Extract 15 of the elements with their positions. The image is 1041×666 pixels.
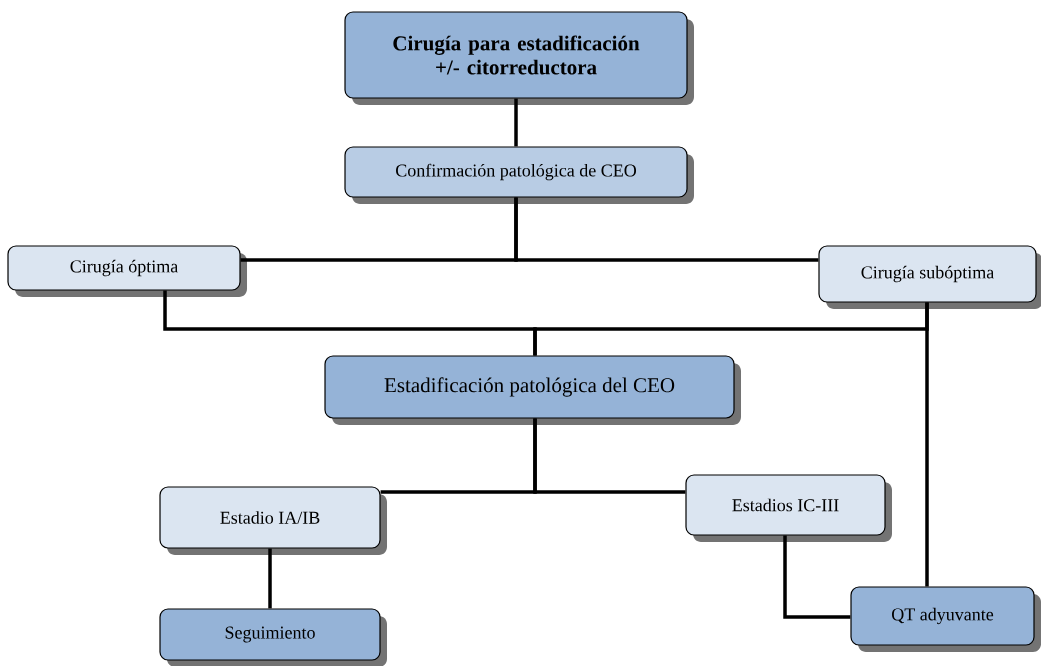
process-box: Confirmación patológica de CEO — [344, 146, 694, 204]
process-box: QT adyuvante — [850, 586, 1041, 652]
process-box: Estadio IA/IB — [159, 486, 387, 555]
process-box: Cirugía subóptima — [818, 245, 1041, 309]
process-box: Estadificación patológica del CEO — [324, 355, 741, 425]
process-box: Cirugía para estadificación +/- citorreductora — [344, 11, 694, 105]
process-box: Cirugía óptima — [7, 245, 247, 297]
connector-line — [783, 535, 851, 619]
connector-line — [268, 548, 272, 609]
process-box: Estadios IC-III — [685, 474, 892, 542]
process-box: Seguimiento — [159, 608, 387, 666]
connector-line — [514, 197, 819, 262]
connector-line — [925, 302, 929, 587]
connector-line — [514, 98, 518, 147]
connector-line — [533, 418, 686, 494]
